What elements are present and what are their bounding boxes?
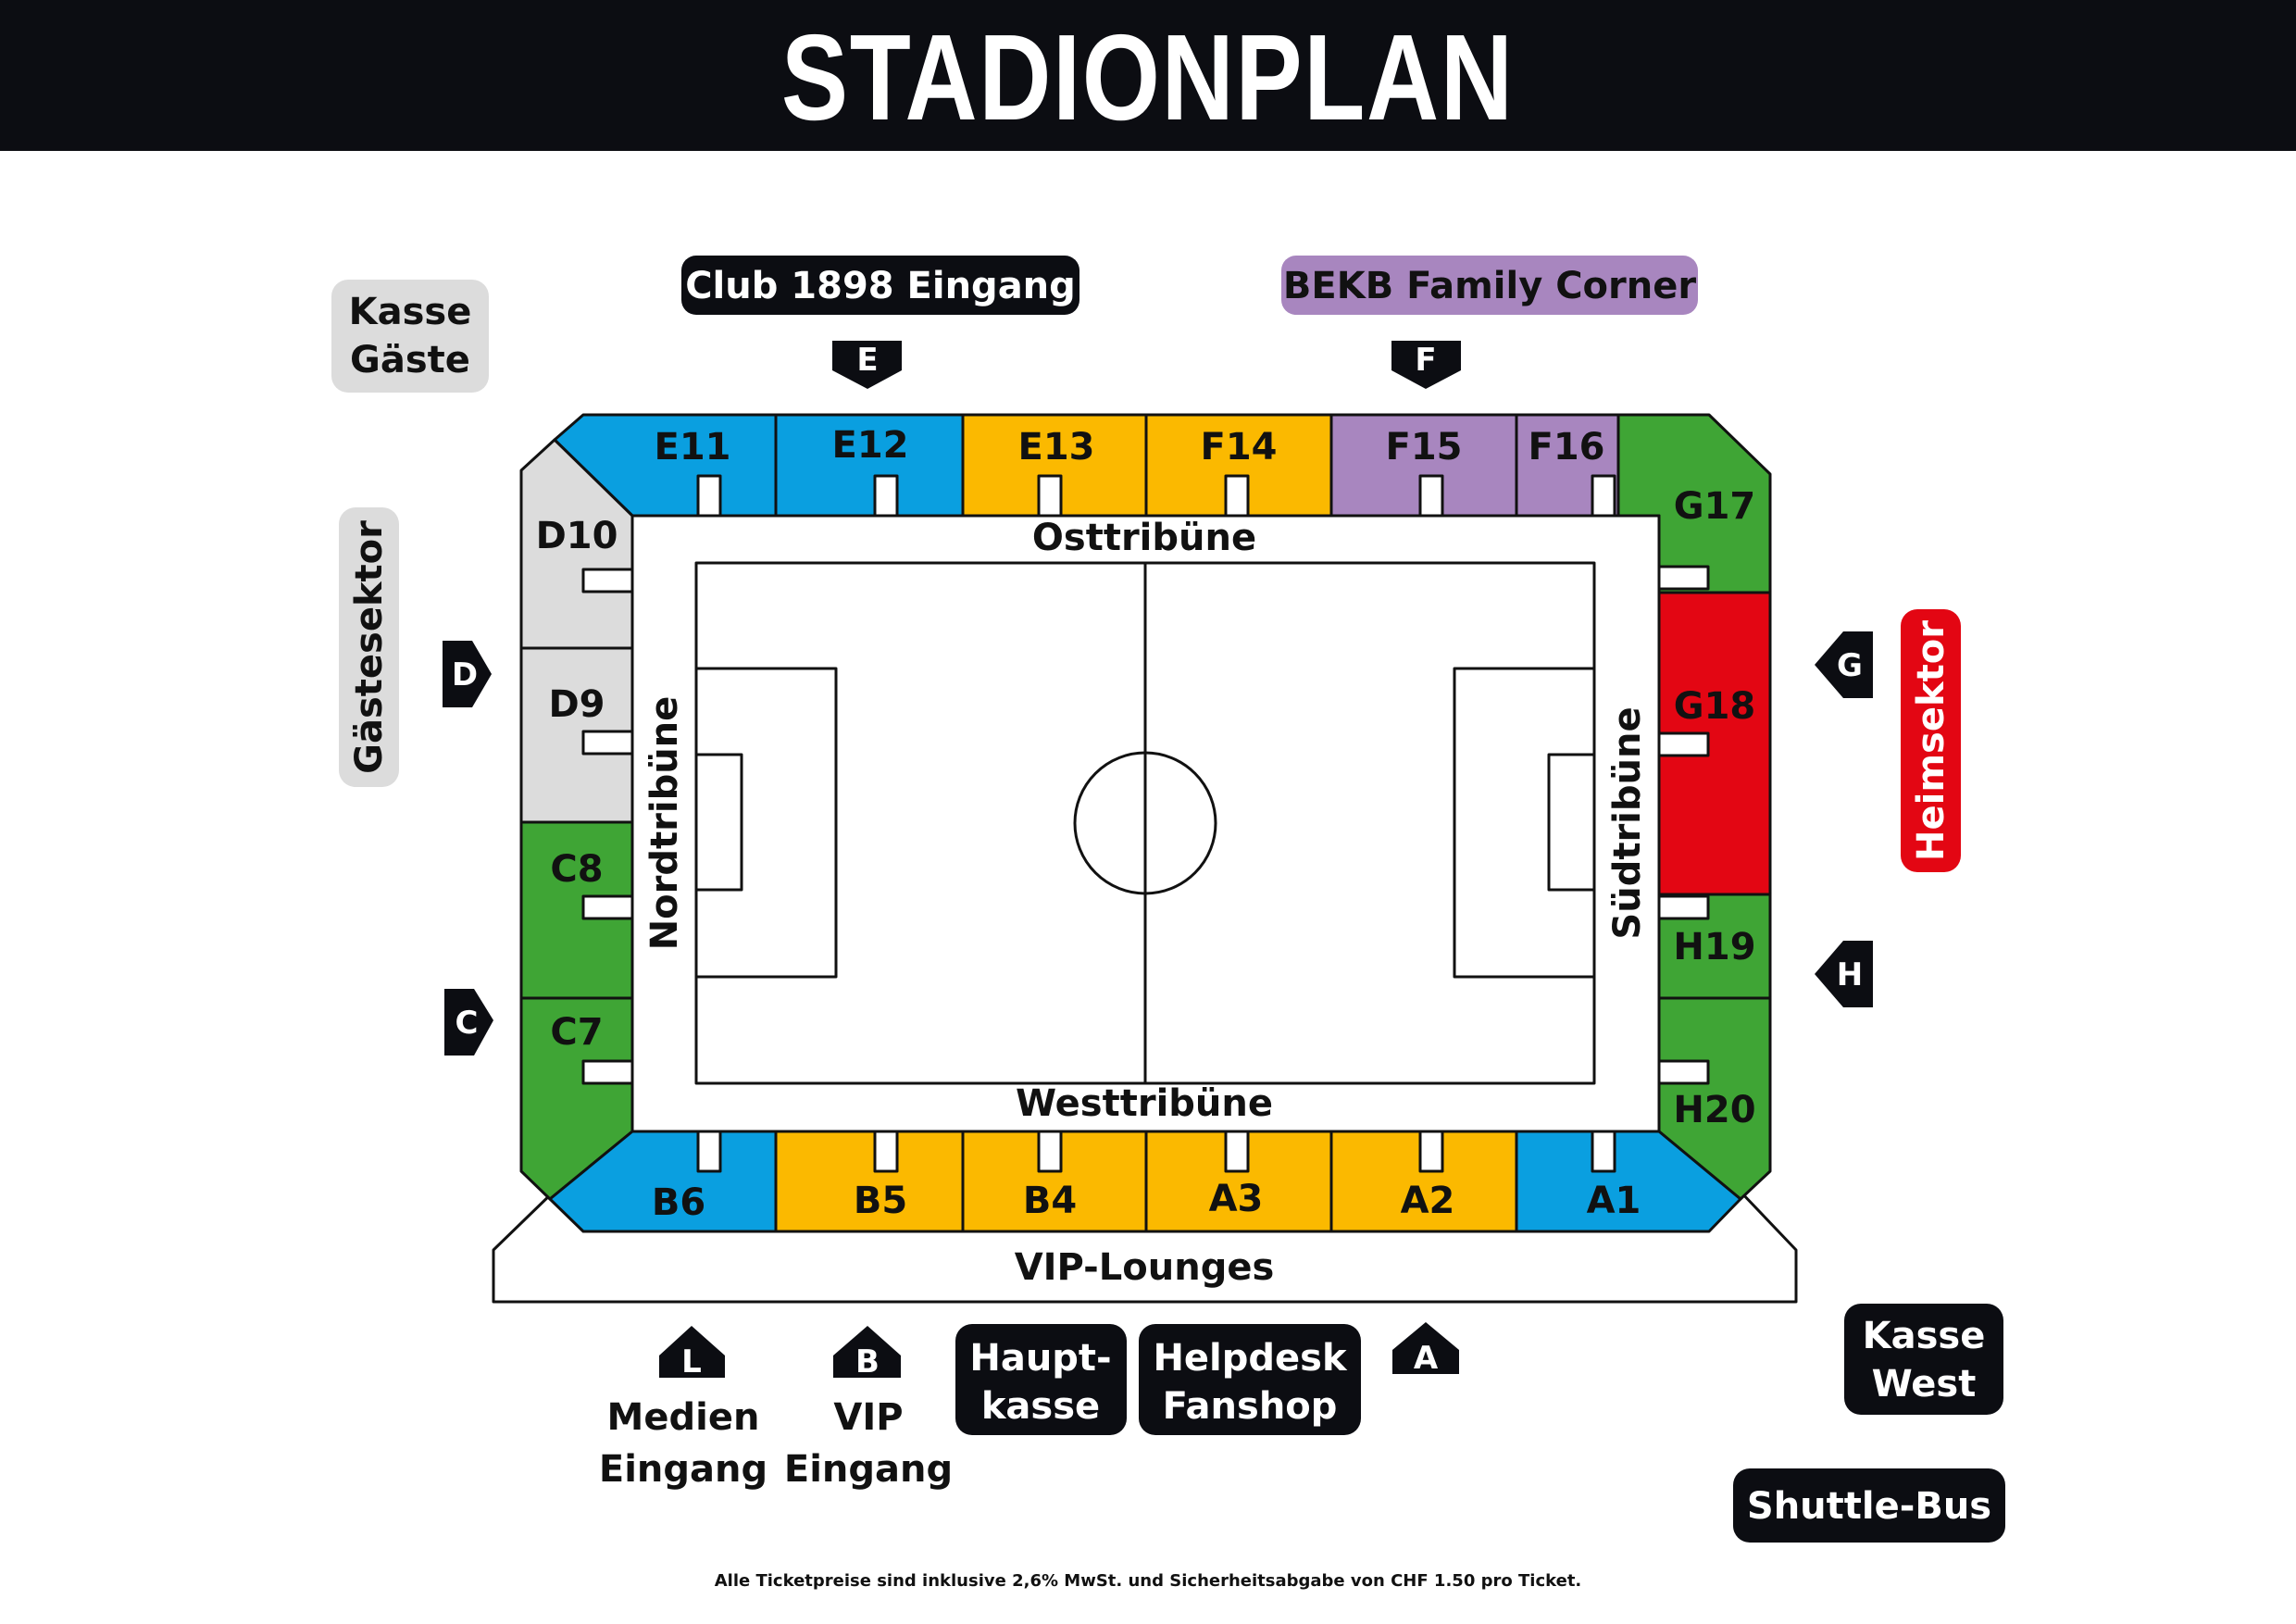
gate-a-letter: A	[1414, 1340, 1439, 1377]
kasse-gaeste-tag[interactable]	[331, 280, 489, 393]
sector-label-f14: F14	[1201, 426, 1278, 468]
sector-label-d9: D9	[548, 683, 605, 726]
club-entrance-label: Club 1898 Eingang	[685, 265, 1076, 307]
gate-d-marker[interactable]	[443, 641, 492, 707]
sector-label-a1: A1	[1587, 1180, 1641, 1222]
entrance-a1	[1591, 1130, 1616, 1173]
gaestesektor-tag	[339, 507, 399, 787]
entrance-d10	[581, 568, 634, 593]
sector-label-f15: F15	[1386, 426, 1463, 468]
vip-eingang-line2: Eingang	[784, 1448, 953, 1491]
heimsektor-label: Heimsektor	[1910, 620, 1953, 861]
club-entrance-tag[interactable]	[681, 256, 1079, 315]
kasse-west-tag[interactable]	[1844, 1304, 2003, 1415]
shuttle-bus-tag[interactable]	[1733, 1468, 2005, 1543]
entrance-g18	[1657, 731, 1710, 757]
entrance-c7	[581, 1059, 634, 1085]
shuttle-bus-label: Shuttle-Bus	[1747, 1485, 1991, 1528]
entrance-g17	[1657, 565, 1710, 591]
header-bar: STADIONPLAN	[0, 0, 2296, 151]
sector-label-a2: A2	[1401, 1180, 1455, 1222]
centre-circle	[1073, 751, 1217, 895]
sector-label-h19: H19	[1673, 926, 1755, 968]
sector-label-c8: C8	[550, 848, 603, 891]
price-footnote: Alle Ticketpreise sind inklusive 2,6% Mw…	[714, 1571, 1582, 1591]
medien-eingang-line1: Medien	[607, 1396, 760, 1439]
sector-label-g18: G18	[1674, 685, 1756, 728]
sector-label-d10: D10	[536, 515, 618, 557]
entrance-e13	[1037, 474, 1063, 518]
medien-eingang-line2: Eingang	[599, 1448, 767, 1491]
gate-d-letter: D	[452, 656, 478, 693]
entrance-c8	[581, 894, 634, 920]
gate-b-marker[interactable]	[833, 1326, 901, 1378]
gate-h-marker[interactable]	[1815, 941, 1873, 1007]
entrance-d9	[581, 730, 634, 756]
kasse-gaeste-line2: Gäste	[350, 339, 470, 381]
family-corner-tag[interactable]	[1281, 256, 1698, 315]
entrance-b5	[873, 1130, 899, 1173]
vip-lounges-label: VIP-Lounges	[1015, 1246, 1275, 1289]
gate-g-marker[interactable]	[1815, 631, 1873, 698]
sector-label-b6: B6	[652, 1181, 705, 1224]
entrance-a2	[1418, 1130, 1444, 1173]
entrance-f14	[1224, 474, 1250, 518]
sector-label-h20: H20	[1673, 1089, 1755, 1131]
stand-label-north: Nordtribüne	[643, 696, 686, 951]
sector-label-e13: E13	[1018, 426, 1095, 468]
stand-label-south: Südtribüne	[1606, 706, 1649, 939]
stand-label-west: Westtribüne	[1016, 1082, 1273, 1125]
vip-eingang-line1: VIP	[833, 1396, 903, 1439]
gate-e-letter: E	[856, 342, 878, 379]
sector-label-g17: G17	[1674, 485, 1756, 528]
sector-label-c7: C7	[550, 1011, 603, 1054]
entrance-b6	[696, 1130, 722, 1173]
kasse-gaeste-line1: Kasse	[349, 291, 472, 333]
entrance-h19	[1657, 894, 1710, 920]
gate-l-marker[interactable]	[659, 1326, 725, 1378]
stand-label-east: Osttribüne	[1032, 517, 1256, 559]
hauptkasse-line2: kasse	[981, 1385, 1100, 1428]
goal-area-left	[694, 753, 743, 892]
entrance-f15	[1418, 474, 1444, 518]
kasse-west-line1: Kasse	[1863, 1315, 1986, 1357]
sector-e12[interactable]	[774, 413, 965, 518]
sector-label-a3: A3	[1209, 1178, 1264, 1220]
entrance-a3	[1224, 1130, 1250, 1173]
gate-e-marker[interactable]	[832, 341, 902, 389]
gate-h-letter: H	[1837, 956, 1863, 993]
gate-b-letter: B	[855, 1343, 880, 1380]
gate-f-marker[interactable]	[1391, 341, 1461, 389]
gate-f-letter: F	[1415, 342, 1436, 379]
goal-area-right	[1547, 753, 1596, 892]
entrance-f16	[1591, 474, 1616, 518]
entrance-e11	[696, 474, 722, 518]
entrance-e12	[873, 474, 899, 518]
gate-g-letter: G	[1837, 647, 1863, 684]
hauptkasse-tag[interactable]	[955, 1324, 1127, 1435]
gate-a-marker[interactable]	[1392, 1322, 1459, 1374]
sector-label-b4: B4	[1023, 1180, 1077, 1222]
sector-label-e11: E11	[655, 426, 731, 468]
entrance-h20	[1657, 1059, 1710, 1085]
helpdesk-tag[interactable]	[1139, 1324, 1361, 1435]
gaestesektor-label: Gästesektor	[348, 520, 391, 774]
family-corner-label: BEKB Family Corner	[1283, 265, 1696, 307]
sector-label-e12: E12	[832, 424, 909, 467]
gate-c-letter: C	[455, 1005, 479, 1042]
page-title: STADIONPLAN	[781, 8, 1515, 145]
helpdesk-line2: Fanshop	[1163, 1385, 1338, 1428]
sector-b5[interactable]	[774, 1130, 965, 1233]
helpdesk-line1: Helpdesk	[1153, 1337, 1348, 1380]
hauptkasse-line1: Haupt-	[969, 1337, 1111, 1380]
gate-l-letter: L	[681, 1343, 702, 1380]
kasse-west-line2: West	[1872, 1363, 1977, 1405]
heimsektor-tag	[1901, 609, 1961, 872]
sector-label-b5: B5	[854, 1180, 907, 1222]
sector-g18[interactable]	[1657, 591, 1772, 896]
sector-label-f16: F16	[1529, 426, 1605, 468]
entrance-b4	[1037, 1130, 1063, 1173]
gate-c-marker[interactable]	[444, 989, 493, 1056]
